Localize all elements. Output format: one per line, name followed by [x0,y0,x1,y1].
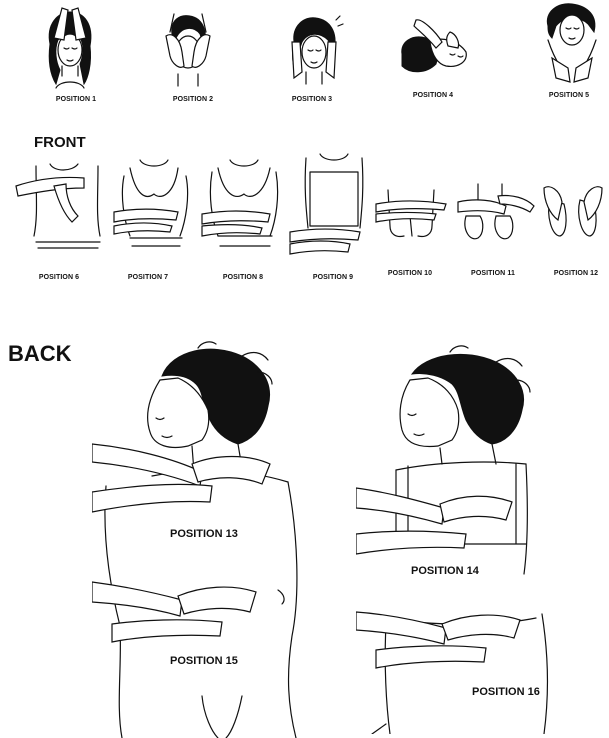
illustration-position-10 [374,186,452,246]
illustration-position-11 [456,180,536,246]
position-8-label: POSITION 8 [223,274,263,281]
illustration-position-6 [14,156,106,266]
position-6-label: POSITION 6 [39,274,79,281]
illustration-position-4 [396,8,474,88]
illustration-back-right-figure [356,344,576,734]
illustration-position-8 [200,156,286,266]
position-4-label: POSITION 4 [413,92,453,99]
back-section-title: BACK [8,341,72,367]
position-1-label: POSITION 1 [56,96,96,103]
front-section-title: FRONT [34,134,86,151]
illustration-position-3 [284,12,344,90]
position-9-label: POSITION 9 [313,274,353,281]
position-12-label: POSITION 12 [554,270,598,277]
position-10-label: POSITION 10 [388,270,432,277]
illustration-position-7 [112,156,196,266]
position-5-label: POSITION 5 [549,92,589,99]
position-11-label: POSITION 11 [471,270,515,277]
illustration-position-9 [288,148,374,264]
position-13-label: POSITION 13 [170,528,238,540]
position-14-label: POSITION 14 [411,565,479,577]
illustration-position-1 [40,4,100,90]
illustration-position-5 [538,0,604,88]
illustration-position-2 [158,4,218,90]
position-7-label: POSITION 7 [128,274,168,281]
position-2-label: POSITION 2 [173,96,213,103]
position-15-label: POSITION 15 [170,655,238,667]
position-3-label: POSITION 3 [292,96,332,103]
illustration-position-12 [540,180,606,250]
position-16-label: POSITION 16 [472,686,540,698]
